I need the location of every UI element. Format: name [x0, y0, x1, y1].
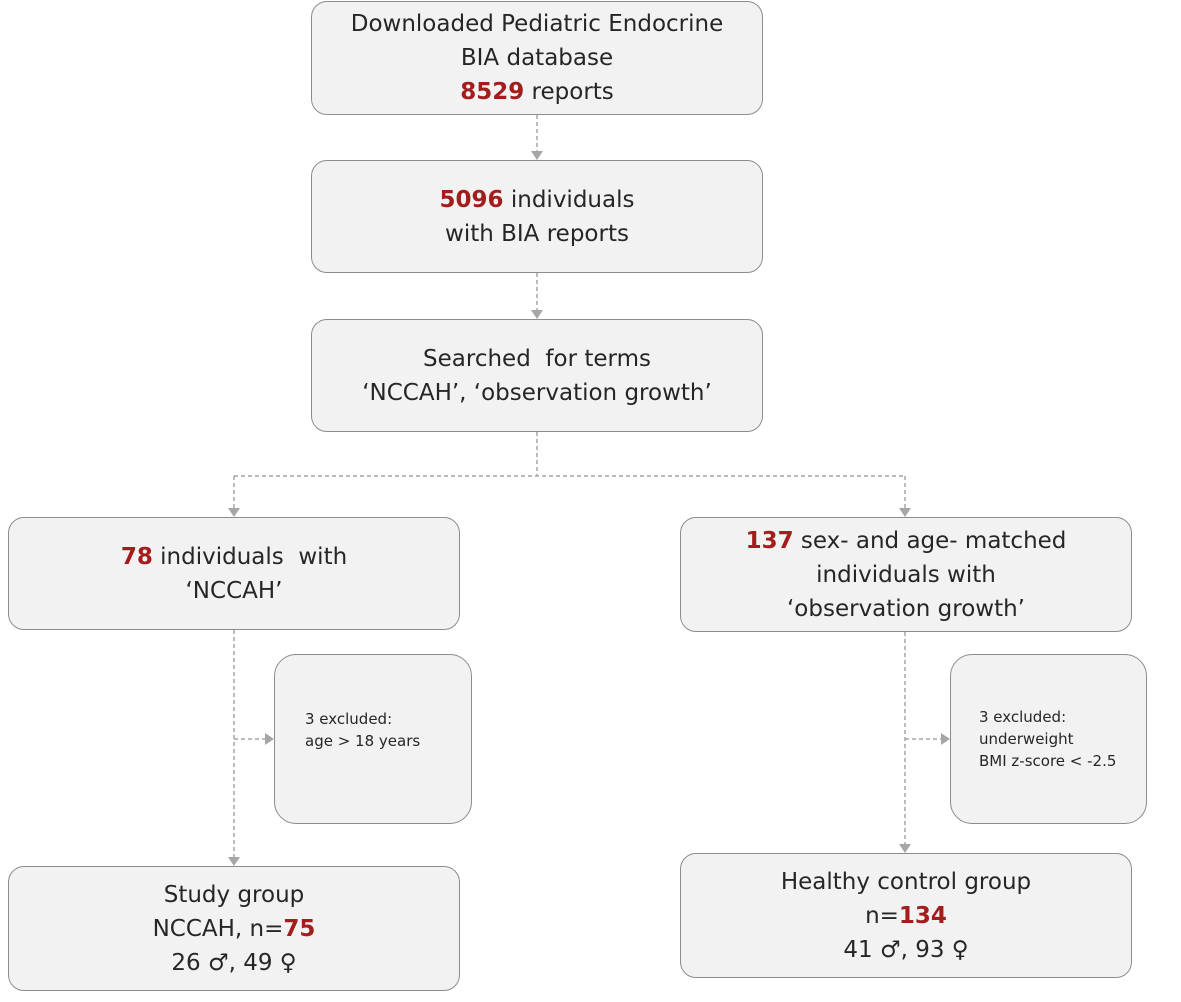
individuals-count-label: individuals	[503, 186, 635, 213]
node-control-group: Healthy control group n=134 41 ♂, 93 ♀	[680, 853, 1132, 978]
node-excluded-right: 3 excluded: underweight BMI z-score < -2…	[950, 654, 1147, 824]
nccah-count: 78	[120, 543, 153, 570]
matched-line2: individuals with	[816, 561, 996, 588]
arrowhead-individuals	[531, 151, 543, 160]
arrowhead-matched	[899, 508, 911, 517]
arrowhead-excluded-right	[941, 733, 950, 745]
study-group-count: 75	[283, 915, 316, 942]
nccah-line2: ‘NCCAH’	[185, 577, 283, 604]
excluded-left-line1: 3 excluded:	[305, 710, 393, 728]
arrowhead-excluded-left	[265, 733, 274, 745]
excluded-right-line1: 3 excluded:	[979, 708, 1067, 726]
study-group-n-label: NCCAH, n=	[152, 915, 284, 942]
node-matched: 137 sex- and age- matched individuals wi…	[680, 517, 1132, 632]
node-database: Downloaded Pediatric Endocrine BIA datab…	[311, 1, 763, 115]
control-group-title: Healthy control group	[780, 868, 1032, 895]
study-group-title: Study group	[163, 881, 305, 908]
control-group-sex-split: 41 ♂, 93 ♀	[843, 936, 969, 963]
individuals-line2: with BIA reports	[445, 220, 629, 247]
arrowhead-control	[899, 844, 911, 853]
arrowhead-study	[228, 857, 240, 866]
search-line2: ‘NCCAH’, ‘observation growth’	[362, 379, 712, 406]
matched-count: 137	[745, 527, 794, 554]
database-count: 8529	[460, 79, 525, 105]
database-count-label: reports	[524, 79, 614, 105]
node-nccah: 78 individuals with ‘NCCAH’	[8, 517, 460, 630]
search-line1: Searched for terms	[423, 345, 651, 372]
control-group-n-label: n=	[865, 902, 899, 929]
control-group-count: 134	[898, 902, 947, 929]
node-excluded-left: 3 excluded: age > 18 years	[274, 654, 472, 824]
arrowhead-nccah	[228, 508, 240, 517]
excluded-left-line2: age > 18 years	[305, 732, 421, 750]
arrowhead-search	[531, 310, 543, 319]
database-line1: Downloaded Pediatric Endocrine	[350, 11, 724, 37]
nccah-count-label: individuals with	[152, 543, 348, 570]
matched-count-label: sex- and age- matched	[793, 527, 1067, 554]
study-group-sex-split: 26 ♂, 49 ♀	[171, 949, 297, 976]
excluded-right-line2: underweight	[979, 730, 1074, 748]
database-line2: BIA database	[460, 45, 614, 71]
node-search: Searched for terms ‘NCCAH’, ‘observation…	[311, 319, 763, 432]
excluded-right-line3: BMI z-score < -2.5	[979, 752, 1117, 770]
node-study-group: Study group NCCAH, n=75 26 ♂, 49 ♀	[8, 866, 460, 991]
node-individuals: 5096 individuals with BIA reports	[311, 160, 763, 273]
matched-line3: ‘observation growth’	[787, 595, 1025, 622]
individuals-count: 5096	[439, 186, 504, 213]
